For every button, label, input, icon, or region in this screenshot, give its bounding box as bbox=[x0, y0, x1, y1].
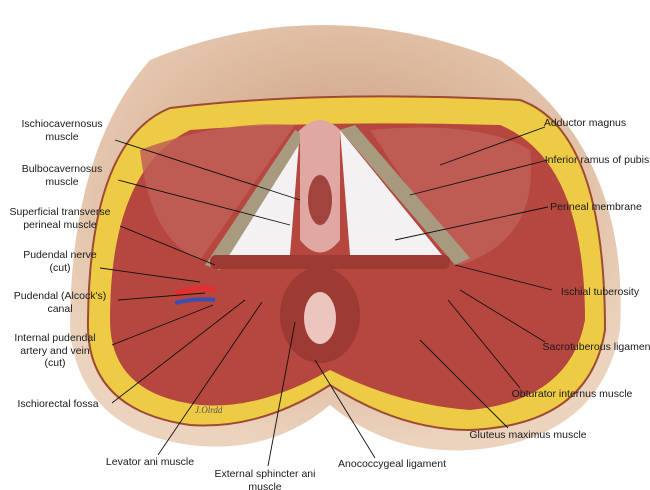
label-gluteus-maximus: Gluteus maximus muscle bbox=[469, 429, 587, 441]
label-pudendal-canal: Pudendal (Alcock's) canal bbox=[13, 290, 107, 315]
adductor-left bbox=[140, 124, 295, 261]
anus bbox=[304, 292, 336, 344]
label-external-sphincter-ani: External sphincter ani muscle bbox=[214, 468, 316, 490]
label-perineal-membrane: Perineal membrane bbox=[550, 201, 642, 213]
label-inferior-ramus-pubis: Inferior ramus of pubis bbox=[544, 154, 650, 166]
label-obturator-internus: Obturator internus muscle bbox=[511, 388, 633, 400]
ramus-right bbox=[340, 125, 470, 265]
label-internal-pudendal: Internal pudendal artery and vein (cut) bbox=[14, 332, 96, 369]
label-adductor-magnus: Adductor magnus bbox=[543, 117, 627, 129]
label-ischiorectal-fossa: Ischiorectal fossa bbox=[17, 398, 99, 410]
perineal-membrane-right bbox=[340, 130, 450, 265]
transverse-perineal-muscle bbox=[210, 255, 450, 269]
ramus-left bbox=[205, 130, 305, 270]
label-levator-ani: Levator ani muscle bbox=[105, 456, 195, 468]
leader-lines bbox=[99, 126, 553, 467]
label-pudendal-nerve: Pudendal nerve (cut) bbox=[23, 249, 97, 274]
label-sacrotuberous-ligament: Sacrotuberous ligament bbox=[542, 341, 650, 353]
label-superficial-transverse-perineal: Superficial transverse perineal muscle bbox=[9, 206, 111, 231]
illustrator-signature: J.Olrdd bbox=[195, 405, 223, 415]
vaginal-opening bbox=[308, 175, 332, 225]
label-anococcygeal-ligament: Anococcygeal ligament bbox=[338, 458, 446, 470]
pudendal-vein bbox=[174, 297, 216, 305]
label-ischiocavernosus: Ischiocavernosus muscle bbox=[21, 118, 103, 143]
label-ischial-tuberosity: Ischial tuberosity bbox=[560, 286, 640, 298]
label-bulbocavernosus: Bulbocavernosus muscle bbox=[21, 163, 103, 188]
pudendal-vessels bbox=[173, 285, 216, 298]
adductor-right bbox=[370, 127, 532, 265]
